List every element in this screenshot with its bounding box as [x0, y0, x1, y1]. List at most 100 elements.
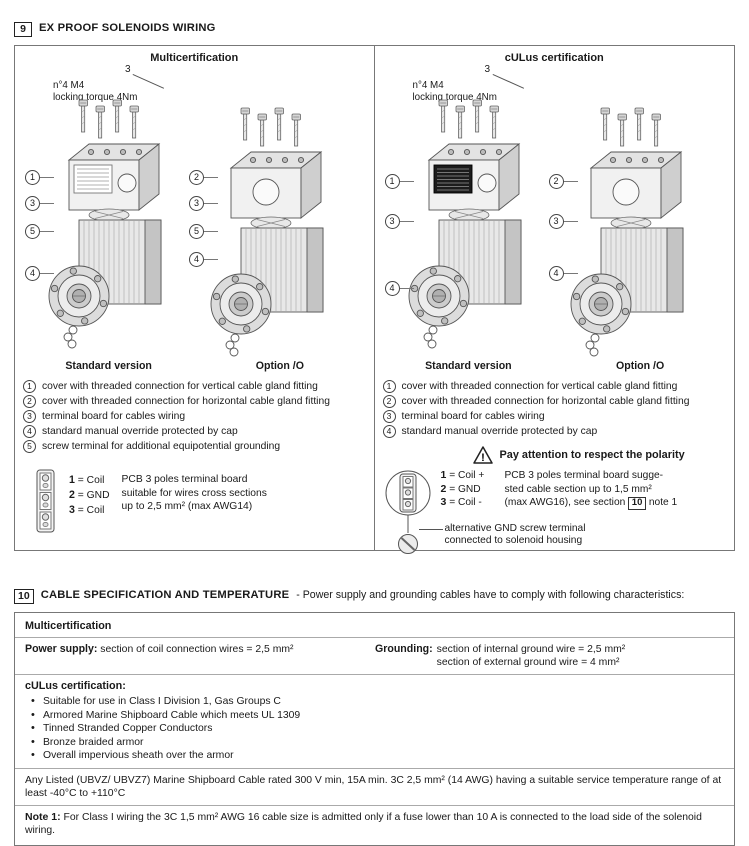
legend-text: cover with threaded connection for horiz…	[42, 396, 330, 407]
legend-number: 5	[23, 440, 36, 453]
terminal-desc-line: PCB 3 poles terminal board	[121, 474, 248, 485]
polarity-desc: PCB 3 poles terminal board sugge-	[504, 470, 664, 481]
power-supply-value: section of coil connection wires = 2,5 m…	[100, 644, 294, 655]
callout-number: 2	[189, 170, 218, 185]
terminal-row: 3 = Coil	[69, 503, 110, 518]
list-item: Tinned Stranded Copper Conductors	[31, 722, 724, 736]
section-9-number-box: 9	[14, 22, 32, 37]
document-page: 9 EX PROOF SOLENOIDS WIRING Multicertifi…	[0, 22, 749, 846]
annotation-line: locking torque 4Nm	[412, 92, 497, 103]
polarity-terminal-icon	[385, 470, 430, 554]
note-1-label: Note 1:	[25, 810, 61, 823]
terminal-rows: 1 = Coil 2 = GND 3 = Coil	[69, 469, 110, 518]
legend-text: standard manual override protected by ca…	[401, 426, 598, 437]
multicert-spec-title-text: Multicertification	[25, 620, 112, 632]
grounding-label: Grounding:	[375, 643, 433, 655]
polarity-num: 2	[440, 482, 447, 495]
grounding-value: section of external ground wire = 4 mm²	[436, 657, 620, 668]
warning-icon: !	[472, 446, 493, 464]
multicert-spec-title: Multicertification	[25, 620, 724, 632]
culus-diagram-area: 3 n°4 M4 locking torque 4Nm 1 3 4 2 3 4	[383, 64, 727, 358]
polarity-row: 1 = Coil + PCB 3 poles terminal board su…	[441, 469, 678, 483]
terminal-val: = Coil	[77, 475, 105, 486]
wiring-diagrams-box: Multicertification 3 n°4 M4 locking torq…	[14, 45, 735, 554]
culus-requirements-list: Suitable for use in Class I Division 1, …	[31, 695, 724, 763]
polarity-desc: note 1	[648, 497, 678, 508]
solenoid-diagram-option	[205, 106, 355, 358]
callout-number: 1	[384, 174, 414, 189]
section-9-title: EX PROOF SOLENOIDS WIRING	[39, 22, 216, 34]
terminal-num: 3	[69, 504, 75, 516]
annotation-line: n°4 M4	[412, 80, 444, 91]
legend-number: 2	[382, 395, 396, 408]
list-item: Suitable for use in Class I Division 1, …	[31, 695, 724, 709]
screw-ref-number: 3	[125, 64, 131, 75]
culus-spec-title-text: cULus certification:	[25, 680, 126, 692]
annotation-line: locking torque 4Nm	[53, 92, 138, 103]
alt-gnd-line: alternative GND screw terminal	[444, 522, 586, 534]
svg-text:!: !	[481, 452, 485, 464]
terminal-board-icon	[36, 469, 55, 533]
legend-item: 4 standard manual override protected by c…	[382, 425, 727, 438]
legend-number: 3	[382, 410, 396, 423]
polarity-info: ! Pay attention to respect the polarity	[383, 446, 727, 563]
callout-number: 4	[25, 266, 54, 281]
grounding-spec: Grounding: section of internal ground wi…	[375, 643, 625, 669]
divider	[15, 804, 734, 806]
terminal-desc-line: suitable for wires cross sections	[121, 487, 267, 499]
legend-item: 2 cover with threaded connection for hori…	[382, 395, 727, 408]
grounding-value: section of internal ground wire = 2,5 mm…	[436, 644, 626, 655]
culus-spec-title: cULus certification:	[25, 680, 724, 692]
terminal-board-info: 1 = Coil 2 = GND 3 = Coil PCB 3 poles te…	[23, 469, 366, 533]
legend-number: 4	[382, 425, 396, 438]
callout-number: 3	[548, 214, 578, 229]
multicert-diagram-area: 3 n°4 M4 locking torque 4Nm 1 3 5 4 2 3 …	[23, 64, 366, 358]
section-10-title: CABLE SPECIFICATION AND TEMPERATURE	[40, 589, 290, 601]
culus-panel: cULus certification 3 n°4 M4 locking tor…	[375, 46, 735, 554]
callout-number: 5	[25, 224, 54, 239]
polarity-val: = GND	[449, 483, 481, 495]
solenoid-diagram-standard	[43, 98, 193, 350]
solenoid-diagram-option	[565, 106, 715, 358]
solenoid-diagram-standard	[403, 98, 553, 350]
legend-text: terminal board for cables wiring	[42, 411, 186, 422]
terminal-val: = GND	[77, 490, 110, 501]
list-item: Overall impervious sheath over the armor	[31, 749, 724, 763]
polarity-num: 1	[440, 469, 447, 481]
section-10-number-box: 10	[14, 589, 34, 604]
callout-number: 2	[548, 174, 578, 189]
callout-number: 4	[548, 266, 578, 281]
terminal-row: 2 = GND	[69, 488, 110, 503]
polarity-rows: 1 = Coil + PCB 3 poles terminal board su…	[418, 467, 678, 548]
terminal-row: 1 = Coil	[69, 473, 110, 488]
version-labels: Standard version Option /O	[23, 360, 366, 372]
legend-text: cover with threaded connection for horiz…	[401, 396, 690, 407]
legend-text: cover with threaded connection for verti…	[42, 381, 318, 392]
polarity-title: Pay attention to respect the polarity	[499, 449, 685, 461]
list-item: Bronze braided armor	[31, 736, 724, 750]
annotation-line: n°4 M4	[53, 80, 85, 91]
screw-annotation: n°4 M4 locking torque 4Nm	[53, 80, 137, 104]
callout-number: 1	[25, 170, 54, 185]
callout-number: 4	[384, 281, 414, 296]
divider	[15, 767, 734, 769]
cable-spec-box: Multicertification Power supply: section…	[14, 612, 735, 846]
legend-text: screw terminal for additional equipotent…	[42, 441, 281, 452]
standard-version-label: Standard version	[65, 360, 152, 372]
section-10-subtitle: - Power supply and grounding cables have…	[296, 589, 685, 601]
callout-number: 3	[384, 214, 414, 229]
legend-item: 5 screw terminal for additional equipoten…	[23, 440, 366, 453]
multicert-panel: Multicertification 3 n°4 M4 locking torq…	[15, 46, 375, 550]
alt-gnd-line: connected to solenoid housing	[444, 535, 583, 546]
legend-text: cover with threaded connection for verti…	[401, 381, 678, 392]
legend-number: 4	[23, 425, 36, 438]
legend-text: terminal board for cables wiring	[401, 411, 545, 422]
culus-title: cULus certification	[504, 52, 604, 64]
callout-number: 3	[189, 196, 218, 211]
gnd-screw-icon	[397, 534, 418, 554]
